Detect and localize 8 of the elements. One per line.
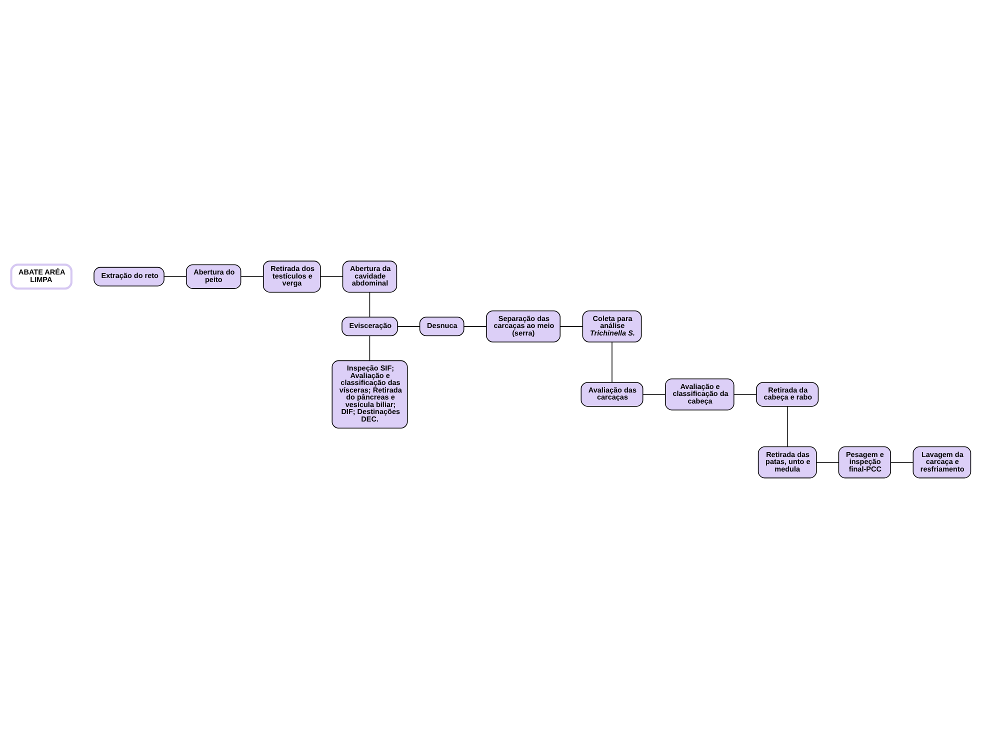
connector (890, 461, 914, 462)
connector (164, 276, 187, 277)
connector (369, 291, 370, 317)
connector (816, 461, 840, 462)
connector (320, 276, 343, 277)
connector (786, 406, 788, 447)
connector (240, 276, 264, 277)
connector (369, 334, 370, 360)
